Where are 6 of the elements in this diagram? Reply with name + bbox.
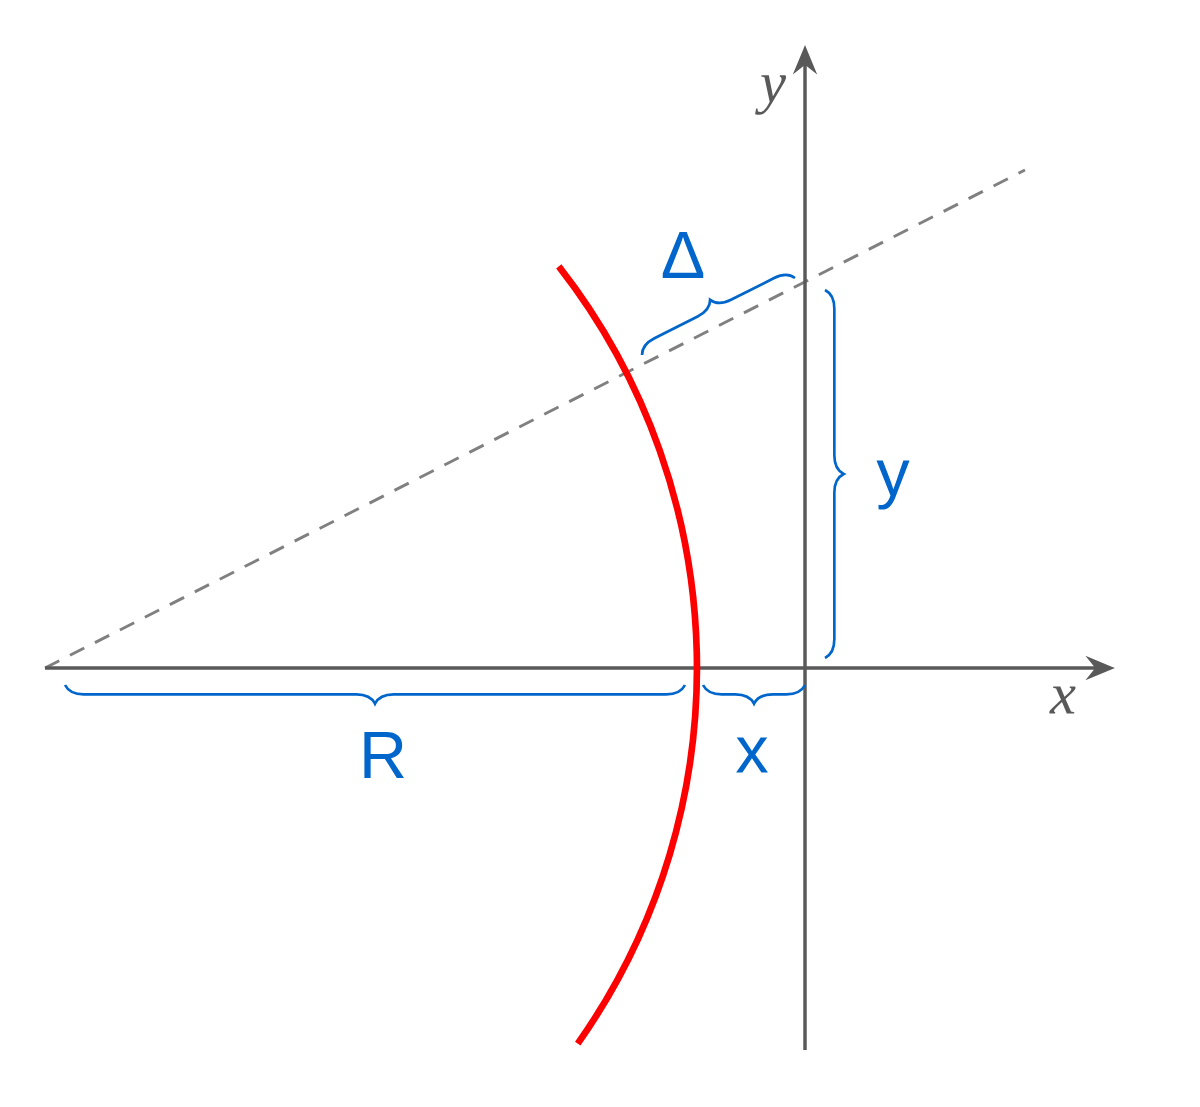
- dimension-label: x: [736, 737, 768, 773]
- dimension-label: y: [876, 460, 910, 510]
- axis-label: x: [1049, 686, 1076, 714]
- axis-label: y: [755, 75, 787, 115]
- dimension-label: Δ: [662, 232, 704, 278]
- dimension-label: R: [364, 732, 404, 778]
